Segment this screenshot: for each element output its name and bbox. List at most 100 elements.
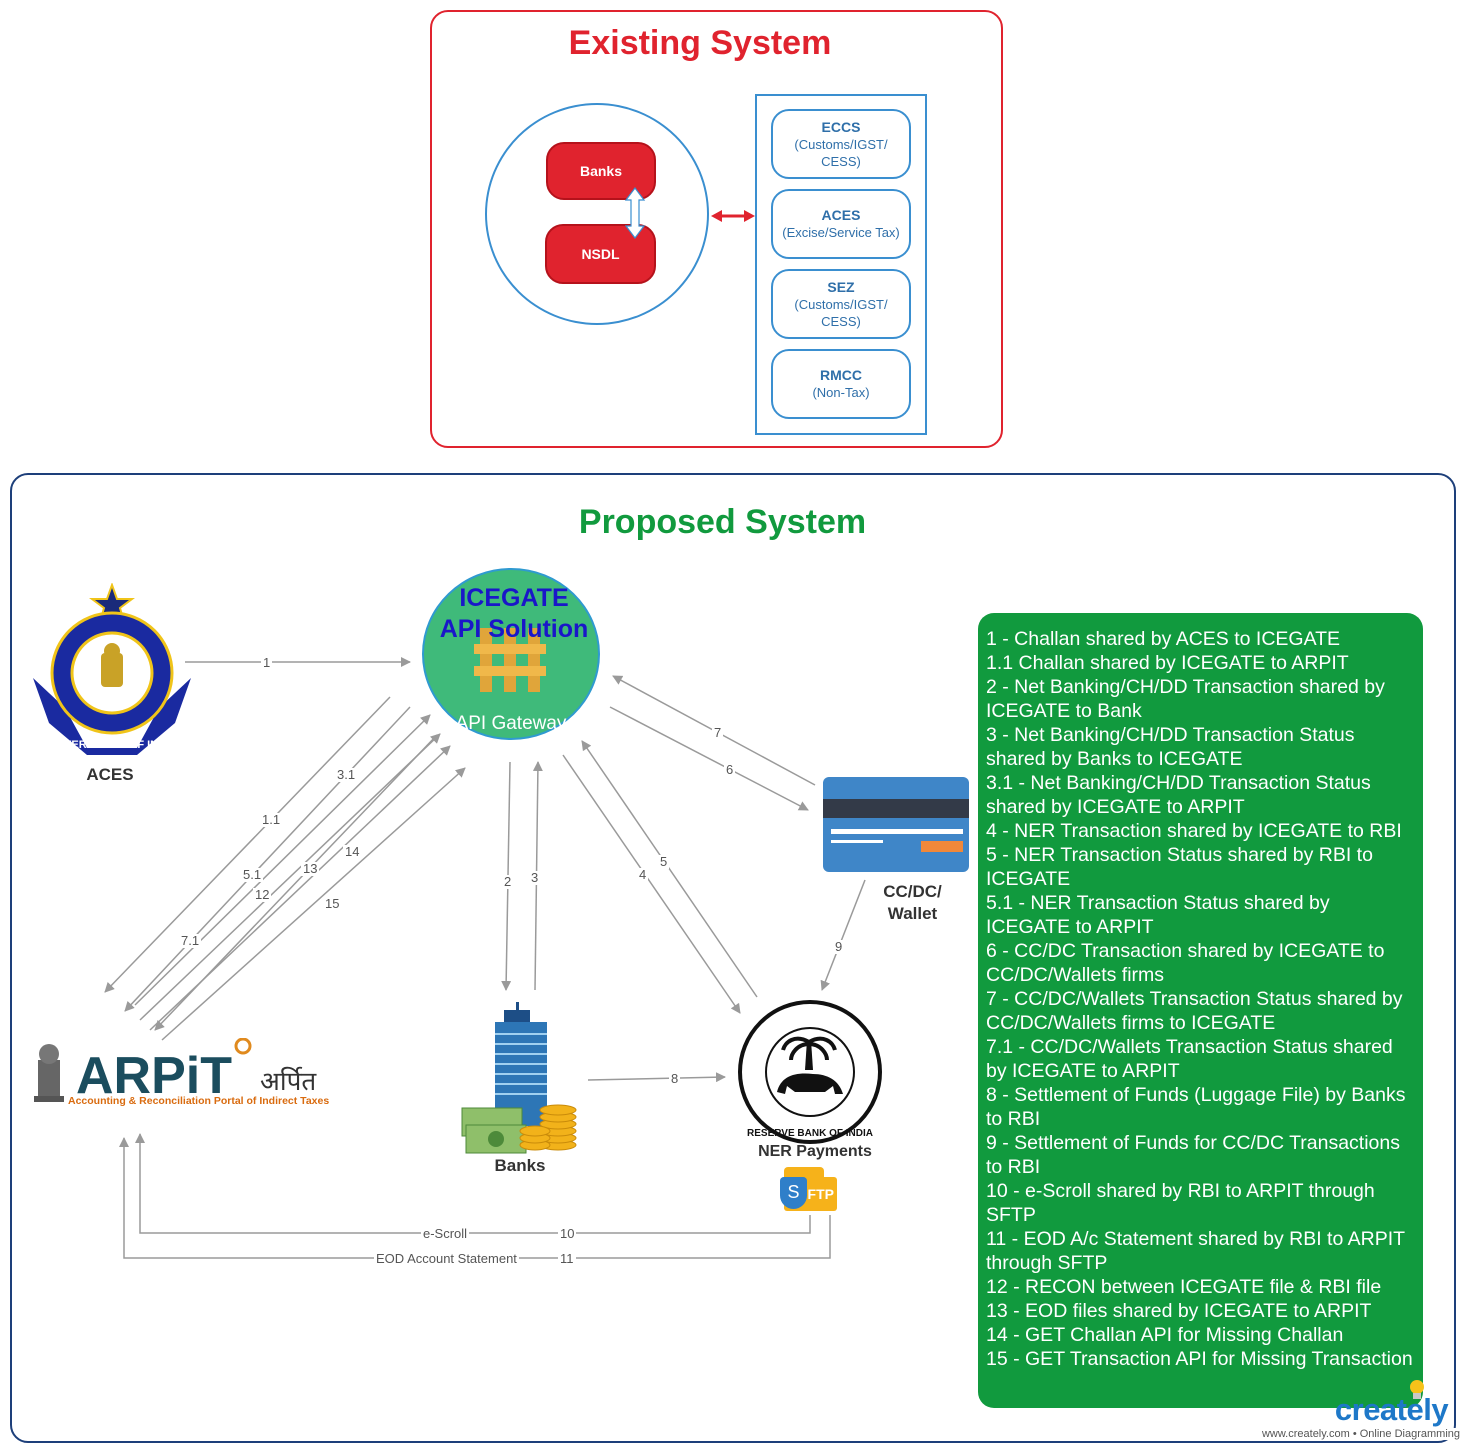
legend-panel: 1 - Challan shared by ACES to ICEGATE 1.… [978, 613, 1423, 1408]
api-gateway-label: API Gateway [455, 713, 567, 734]
edge-4 [562, 754, 741, 1014]
icegate-title: ICEGATE API Solution [422, 583, 606, 645]
edge-14 [139, 733, 441, 1021]
legend-item: 5 - NER Transaction Status shared by RBI… [986, 844, 1373, 890]
existing-system-panel [430, 10, 1003, 448]
eccs-box[interactable]: ECCS (Customs/IGST/ CESS) [771, 109, 911, 179]
edge-3-1 [134, 714, 431, 1006]
legend-item: 7 - CC/DC/Wallets Transaction Status sha… [986, 988, 1403, 1034]
rbi-ring-text: RESERVE BANK OF INDIA [747, 1128, 873, 1139]
sftp-icon[interactable]: FTP S [780, 1167, 840, 1212]
arpit-tagline: Accounting & Reconciliation Portal of In… [68, 1095, 329, 1107]
legend-item: 10 - e-Scroll shared by RBI to ARPIT thr… [986, 1180, 1375, 1226]
legend-item: 14 - GET Challan API for Missing Challan [986, 1324, 1344, 1346]
sez-box[interactable]: SEZ (Customs/IGST/ CESS) [771, 269, 911, 339]
edge-label-11: 11 [558, 1251, 576, 1266]
edge-13 [149, 745, 451, 1031]
edge-label-3-1: 3.1 [335, 767, 358, 782]
card-label-line1: CC/DC/ [883, 882, 942, 901]
edge-label-5-1: 5.1 [241, 867, 264, 882]
rbi-emblem-icon[interactable]: RESERVE BANK OF INDIA [735, 1000, 885, 1145]
edge-label-7-1: 7.1 [179, 933, 202, 948]
aces-name: ACES [821, 207, 861, 223]
legend-item: 2 - Net Banking/CH/DD Transaction shared… [986, 676, 1385, 722]
legend-item: 11 - EOD A/c Statement shared by RBI to … [986, 1228, 1405, 1274]
edge-label-8: 8 [669, 1071, 681, 1086]
sez-desc-2: CESS) [821, 313, 861, 329]
sftp-shield-s: S [780, 1177, 807, 1209]
edge-label-10: 10 [558, 1226, 577, 1241]
edge-label-1-1: 1.1 [260, 812, 283, 827]
arpit-logo-text: ARPiT [76, 1047, 232, 1105]
edge-label-15: 15 [323, 896, 342, 911]
creately-tagline[interactable]: www.creately.com • Online Diagramming [1230, 1428, 1460, 1440]
edge-label-1: 1 [261, 655, 273, 670]
banks-label: Banks [494, 1156, 546, 1175]
edge-8 [587, 1072, 726, 1083]
credit-card-icon[interactable] [823, 777, 969, 872]
card-label-line2: Wallet [887, 904, 938, 923]
edge-label-9: 9 [833, 939, 845, 954]
edge-label-7: 7 [712, 725, 724, 740]
ner-payments-label: NER Payments [758, 1143, 872, 1160]
eccs-desc-2: CESS) [821, 153, 861, 169]
edge-label-13: 13 [301, 861, 320, 876]
edge-label-4: 4 [637, 867, 649, 882]
banks-node[interactable]: Banks [546, 142, 656, 200]
rmcc-desc-1: (Non-Tax) [812, 385, 870, 400]
legend-item: 7.1 - CC/DC/Wallets Transaction Status s… [986, 1036, 1393, 1082]
proposed-system-title: Proposed System [578, 503, 867, 541]
legend-item: 3.1 - Net Banking/CH/DD Transaction Stat… [986, 772, 1371, 818]
edge-5-1 [124, 706, 411, 1012]
sftp-folder-tab [784, 1167, 824, 1179]
aces-emblem-icon[interactable]: GOVERNMENT OF INDIA [25, 583, 200, 758]
proposed-system-panel [10, 473, 1456, 1443]
banks-building-icon[interactable] [460, 1000, 585, 1158]
sez-desc-1: (Customs/IGST/ [794, 296, 888, 312]
arpit-logo[interactable]: ARPiT अर्पित Accounting & Reconciliation… [30, 1038, 330, 1110]
aces-label: ACES [86, 765, 134, 784]
aces-seal-bottom: GOVERNMENT OF INDIA [47, 739, 177, 751]
banks-nsdl-circle [485, 103, 709, 325]
edge-label-eod: EOD Account Statement [374, 1251, 519, 1266]
aces-desc-1: (Excise/Service Tax) [782, 225, 900, 240]
edge-9 [820, 879, 866, 991]
edge-label-12: 12 [253, 887, 272, 902]
edge-10 [135, 1133, 811, 1234]
legend-item: 1 - Challan shared by ACES to ICEGATE [986, 628, 1341, 650]
edge-label-6: 6 [724, 762, 736, 777]
national-emblem-icon [34, 1044, 64, 1102]
legend-item: 15 - GET Transaction API for Missing Tra… [986, 1348, 1413, 1370]
edge-label-5: 5 [658, 854, 670, 869]
legend-item: 1.1 Challan shared by ICEGATE to ARPIT [986, 652, 1349, 674]
aces-box[interactable]: ACES (Excise/Service Tax) [771, 189, 911, 259]
rmcc-name: RMCC [820, 367, 862, 383]
sez-name: SEZ [827, 278, 855, 295]
card-label: CC/DC/ Wallet [865, 881, 960, 925]
creately-brand[interactable]: creately [1334, 1392, 1449, 1427]
legend-item: 12 - RECON between ICEGATE file & RBI fi… [986, 1276, 1382, 1298]
icegate-title-line1: ICEGATE [459, 584, 569, 612]
lightbulb-icon [1410, 1380, 1424, 1399]
edge-5 [581, 740, 758, 998]
legend-item: 6 - CC/DC Transaction shared by ICEGATE … [986, 940, 1385, 986]
edge-label-3: 3 [529, 870, 541, 885]
edge-label-escroll: e-Scroll [421, 1226, 470, 1241]
edge-label-14: 14 [343, 844, 362, 859]
eccs-desc-1: (Customs/IGST/ [794, 136, 888, 152]
edge-6 [609, 706, 809, 811]
legend-item: 8 - Settlement of Funds (Luggage File) b… [986, 1084, 1406, 1130]
legend-item: 4 - NER Transaction shared by ICEGATE to… [986, 820, 1402, 842]
circle-systems-double-arrow [711, 210, 755, 222]
arpit-hindi-text: अर्पित [260, 1066, 317, 1096]
existing-system-title: Existing System [568, 24, 832, 62]
api-gateway-icon [474, 628, 546, 692]
legend-item: 3 - Net Banking/CH/DD Transaction Status… [986, 724, 1355, 770]
rmcc-box[interactable]: RMCC (Non-Tax) [771, 349, 911, 419]
edge-1-1 [104, 696, 391, 993]
edge-label-2: 2 [502, 874, 514, 889]
icegate-title-line2: API Solution [439, 615, 589, 643]
legend-item: 5.1 - NER Transaction Status shared by I… [986, 892, 1330, 938]
legend-item: 13 - EOD files shared by ICEGATE to ARPI… [986, 1300, 1372, 1322]
